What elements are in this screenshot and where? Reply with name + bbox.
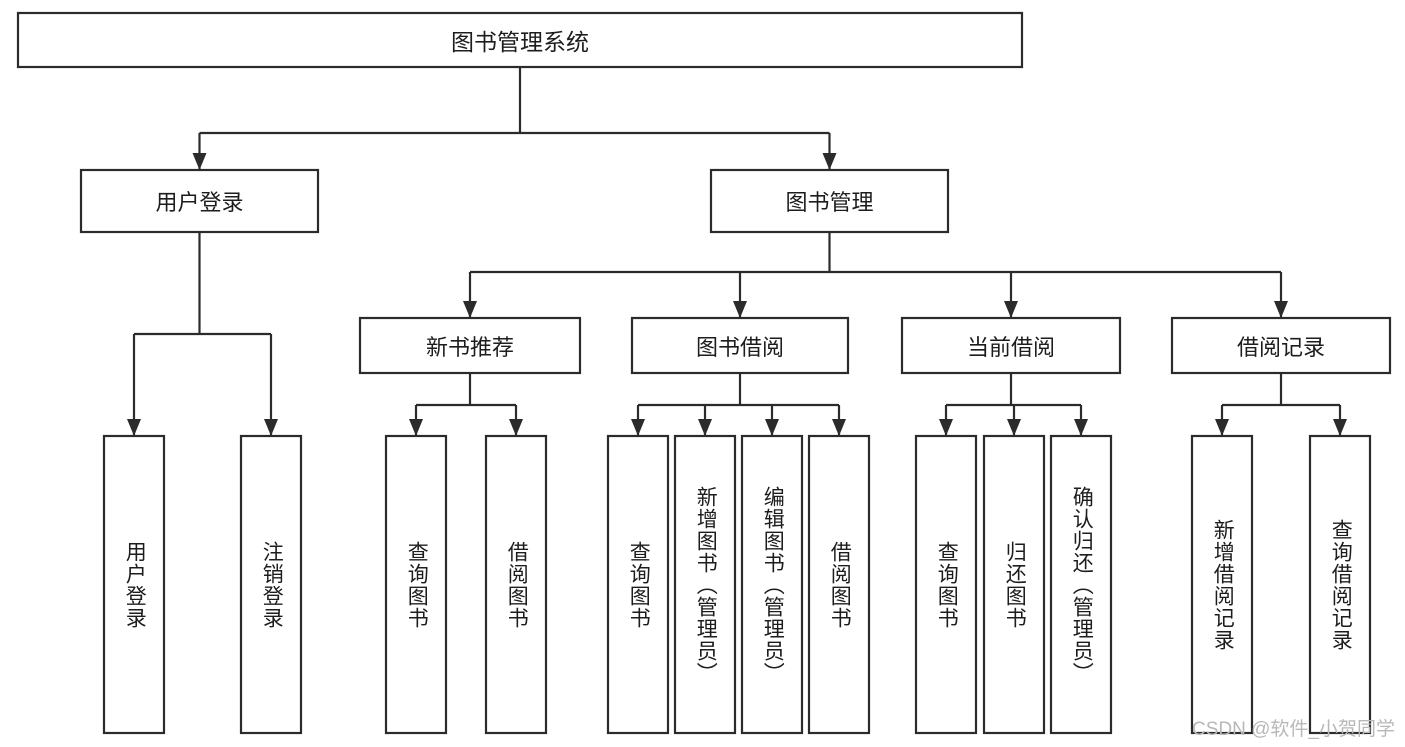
node-box-leaf-add-book[interactable]	[673, 434, 737, 735]
node-box-root[interactable]	[16, 11, 1024, 69]
node-box-leaf-query-book-3[interactable]	[914, 434, 978, 735]
arrow-head-icon	[264, 419, 278, 436]
node-box-new-book-recommend[interactable]	[358, 316, 582, 375]
arrow-head-icon	[939, 419, 953, 436]
node-box-leaf-edit-book[interactable]	[740, 434, 804, 735]
arrow-head-icon	[409, 419, 423, 436]
node-box-leaf-confirm-return[interactable]	[1049, 434, 1113, 735]
arrow-head-icon	[1007, 419, 1021, 436]
arrow-head-icon	[1274, 301, 1288, 318]
node-box-leaf-borrow-book-2[interactable]	[807, 434, 871, 735]
arrow-head-icon	[1074, 419, 1088, 436]
arrow-head-icon	[822, 153, 837, 170]
node-box-leaf-query-book-1[interactable]	[384, 434, 448, 735]
node-box-book-manage[interactable]	[709, 168, 950, 234]
node-box-leaf-user-logout[interactable]	[239, 434, 303, 735]
arrow-head-icon	[765, 419, 779, 436]
arrow-head-icon	[733, 301, 747, 318]
arrow-head-icon	[698, 419, 712, 436]
arrow-head-icon	[1004, 301, 1018, 318]
node-box-leaf-query-record[interactable]	[1308, 434, 1372, 735]
node-box-borrow-record[interactable]	[1170, 316, 1392, 375]
node-box-leaf-query-book-2[interactable]	[606, 434, 670, 735]
node-box-book-borrow[interactable]	[630, 316, 850, 375]
arrow-head-icon	[631, 419, 645, 436]
node-box-leaf-return-book[interactable]	[982, 434, 1046, 735]
node-box-leaf-add-record[interactable]	[1190, 434, 1254, 735]
arrow-head-icon	[192, 153, 207, 170]
connector-layer	[127, 67, 1347, 436]
arrow-head-icon	[1333, 419, 1347, 436]
node-box-user-login[interactable]	[79, 168, 320, 234]
node-box-leaf-borrow-book-1[interactable]	[484, 434, 548, 735]
arrow-head-icon	[127, 419, 141, 436]
node-box-current-borrow[interactable]	[900, 316, 1122, 375]
box-layer	[16, 11, 1392, 735]
arrow-head-icon	[832, 419, 846, 436]
arrow-head-icon	[1215, 419, 1229, 436]
node-box-leaf-user-login[interactable]	[102, 434, 166, 735]
arrow-head-icon	[509, 419, 523, 436]
arrow-head-icon	[463, 301, 477, 318]
